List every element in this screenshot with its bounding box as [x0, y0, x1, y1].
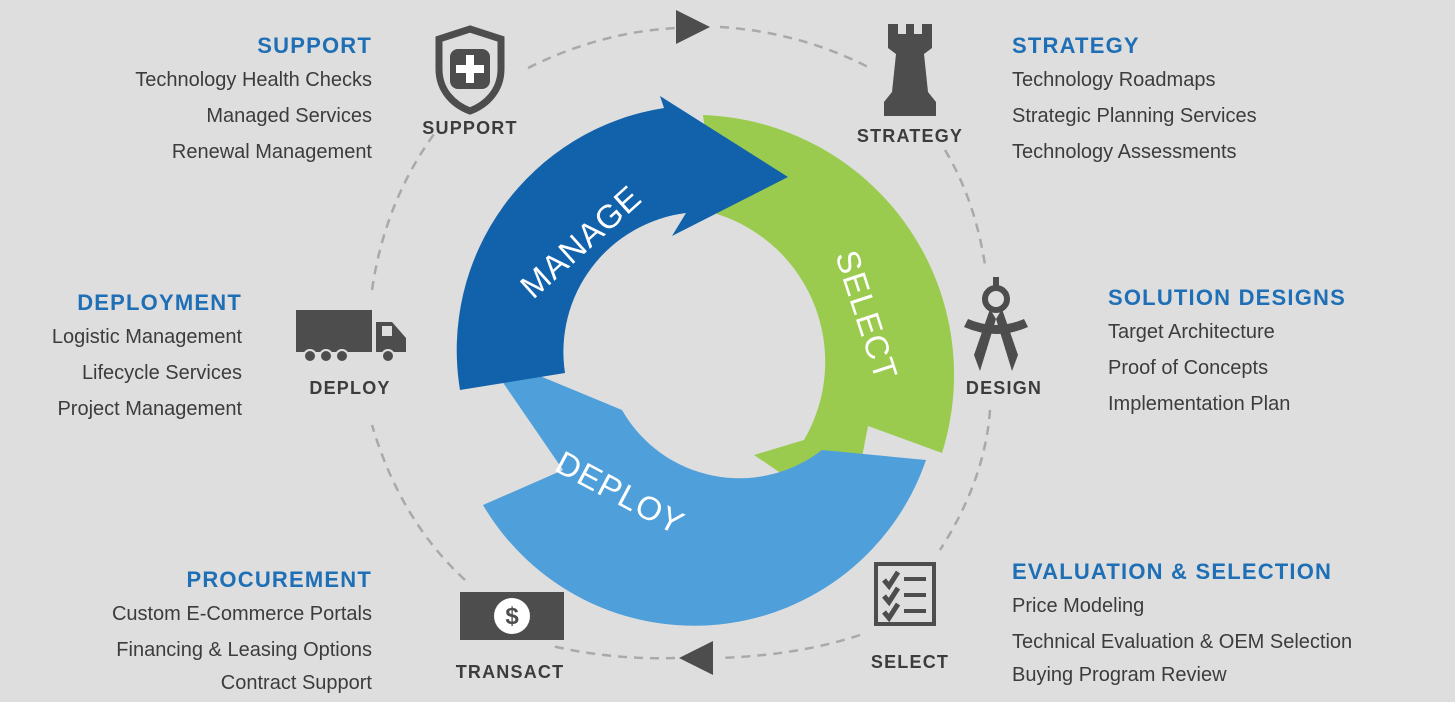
manage-arrow	[456, 96, 788, 390]
deployment-item: Lifecycle Services	[81, 362, 242, 384]
solution-designs-title: SOLUTION DESIGNS	[1108, 285, 1346, 310]
solution-designs-item: Target Architecture	[1108, 321, 1275, 343]
evaluation-selection-title: EVALUATION & SELECTION	[1012, 559, 1333, 584]
evaluation-selection-item: Technical Evaluation & OEM Selection	[1012, 631, 1353, 653]
direction-triangle-top	[676, 10, 710, 44]
stage-label-deploy: DEPLOY	[309, 378, 391, 398]
procurement-item: Contract Support	[220, 672, 372, 694]
support-item: Technology Health Checks	[135, 69, 372, 91]
procurement-item: Financing & Leasing Options	[116, 639, 372, 661]
deployment-section: DEPLOYMENT Logistic Management Lifecycle…	[52, 291, 242, 427]
procurement-item: Custom E-Commerce Portals	[111, 603, 372, 625]
strategy-item: Technology Assessments	[1012, 141, 1237, 163]
svg-text:$: $	[505, 603, 519, 630]
deploy-arrow	[482, 352, 926, 626]
solution-designs-section: SOLUTION DESIGNS Target Architecture Pro…	[1108, 286, 1346, 422]
strategy-item: Strategic Planning Services	[1012, 105, 1257, 127]
evaluation-selection-item: Buying Program Review	[1012, 664, 1227, 686]
evaluation-selection-item: Price Modeling	[1012, 595, 1145, 617]
deployment-item: Project Management	[57, 398, 242, 420]
shield-plus-icon	[435, 25, 505, 115]
stage-label-strategy: STRATEGY	[856, 126, 964, 146]
chess-rook-icon	[884, 24, 936, 116]
deployment-title: DEPLOYMENT	[77, 290, 242, 315]
support-title: SUPPORT	[257, 33, 372, 58]
evaluation-selection-section: EVALUATION & SELECTION Price Modeling Te…	[1012, 560, 1352, 690]
deployment-item: Logistic Management	[51, 326, 242, 348]
stage-label-support: SUPPORT	[422, 118, 518, 138]
stage-label-transact: TRANSACT	[455, 662, 565, 682]
compass-icon	[964, 277, 1028, 371]
dollar-icon: $	[460, 592, 564, 640]
solution-designs-item: Implementation Plan	[1108, 393, 1291, 415]
procurement-title: PROCUREMENT	[186, 567, 372, 592]
stage-label-select: SELECT	[870, 652, 950, 672]
strategy-section: STRATEGY Technology Roadmaps Strategic P…	[1012, 34, 1257, 170]
strategy-item: Technology Roadmaps	[1012, 69, 1216, 91]
procurement-section: PROCUREMENT Custom E-Commerce Portals Fi…	[112, 568, 372, 698]
support-item: Renewal Management	[171, 141, 372, 163]
stage-label-design: DESIGN	[965, 378, 1043, 398]
dashed-ring	[370, 25, 992, 660]
strategy-title: STRATEGY	[1012, 33, 1140, 58]
select-arrow	[703, 115, 955, 520]
support-item: Managed Services	[206, 105, 372, 127]
checklist-icon	[874, 562, 936, 626]
truck-icon	[296, 310, 406, 363]
solution-designs-item: Proof of Concepts	[1108, 357, 1269, 379]
direction-triangle-bottom	[679, 641, 713, 675]
support-section: SUPPORT Technology Health Checks Managed…	[135, 34, 372, 170]
